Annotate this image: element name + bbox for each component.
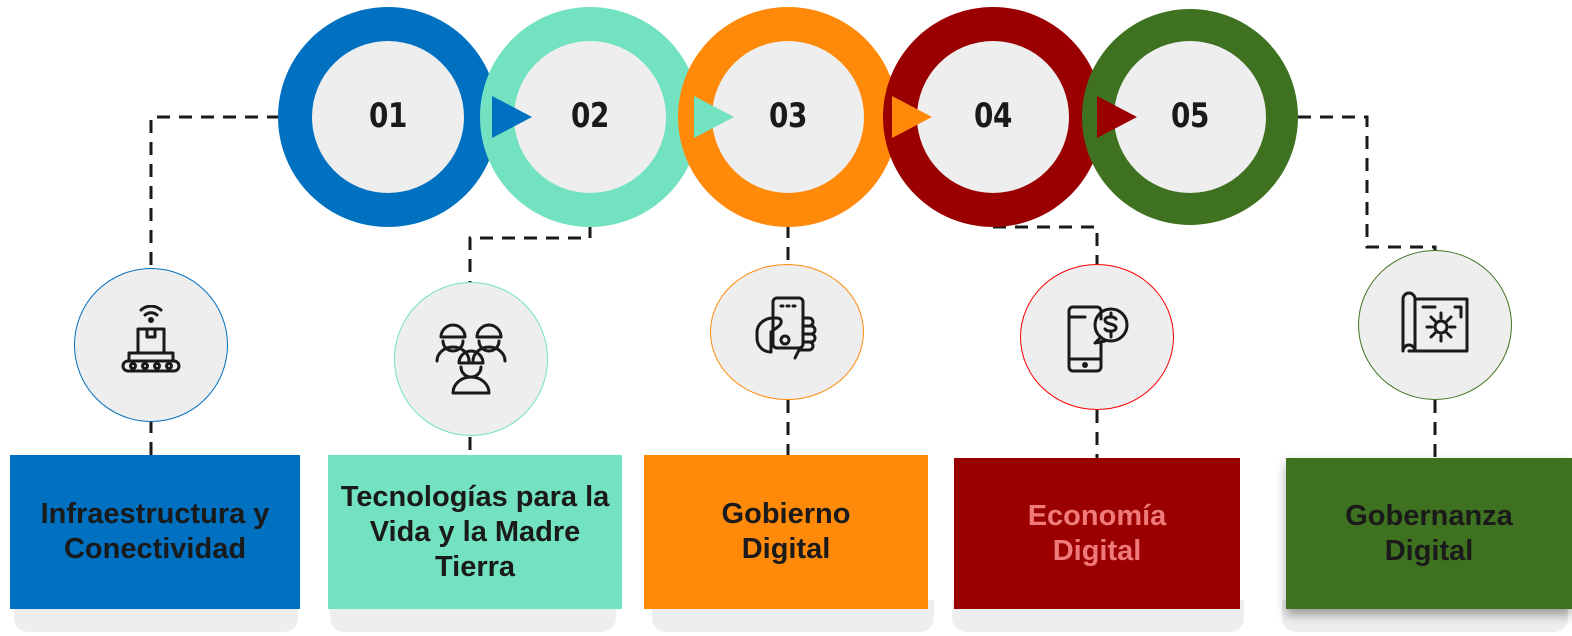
blueprint-gear-icon bbox=[1401, 291, 1469, 353]
step-number-05: 05 bbox=[1170, 96, 1209, 136]
workers-group-icon bbox=[435, 323, 507, 395]
step-number-02: 02 bbox=[570, 96, 609, 136]
conveyor-wifi-box-icon bbox=[121, 305, 181, 373]
inner-disc-04 bbox=[917, 41, 1069, 193]
label-box-04: Economía Digital bbox=[954, 458, 1240, 609]
icon-circle-03 bbox=[710, 264, 864, 400]
inner-disc-05 bbox=[1114, 41, 1266, 193]
label-box-01: Infraestructura y Conectividad bbox=[10, 455, 300, 609]
icon-circle-04 bbox=[1020, 264, 1174, 410]
arrow-tip-04 bbox=[1097, 96, 1137, 138]
icon-circle-01 bbox=[74, 268, 228, 422]
label-text-01: Infraestructura y Conectividad bbox=[40, 498, 270, 565]
label-box-05: Gobernanza Digital bbox=[1286, 458, 1572, 609]
arrow-tip-03 bbox=[892, 96, 932, 138]
label-text-03: Gobierno Digital bbox=[721, 498, 851, 565]
label-box-03: Gobierno Digital bbox=[644, 455, 928, 609]
connector-04-top bbox=[993, 225, 1099, 266]
label-text-02: Tecnologías para la Vida y la Madre Tier… bbox=[340, 480, 610, 583]
label-text-05: Gobernanza Digital bbox=[1345, 499, 1513, 567]
label-text-04: Economía Digital bbox=[1027, 499, 1167, 567]
connector-05-top bbox=[1298, 115, 1437, 258]
connector-01-top bbox=[149, 115, 280, 268]
step-number-04: 04 bbox=[973, 96, 1012, 136]
hand-phone-icon bbox=[755, 296, 817, 360]
phone-dollar-icon bbox=[1067, 305, 1129, 373]
step-number-03: 03 bbox=[768, 96, 807, 136]
label-box-02: Tecnologías para la Vida y la Madre Tier… bbox=[328, 455, 622, 609]
inner-disc-01 bbox=[312, 41, 464, 193]
inner-disc-03 bbox=[712, 41, 864, 193]
arrow-tip-02 bbox=[694, 96, 734, 138]
arrow-tip-01 bbox=[492, 96, 532, 138]
icon-circle-05 bbox=[1358, 250, 1512, 400]
step-number-01: 01 bbox=[368, 96, 407, 136]
icon-circle-02 bbox=[394, 282, 548, 436]
connector-02-top bbox=[468, 225, 592, 282]
inner-disc-02 bbox=[514, 41, 666, 193]
